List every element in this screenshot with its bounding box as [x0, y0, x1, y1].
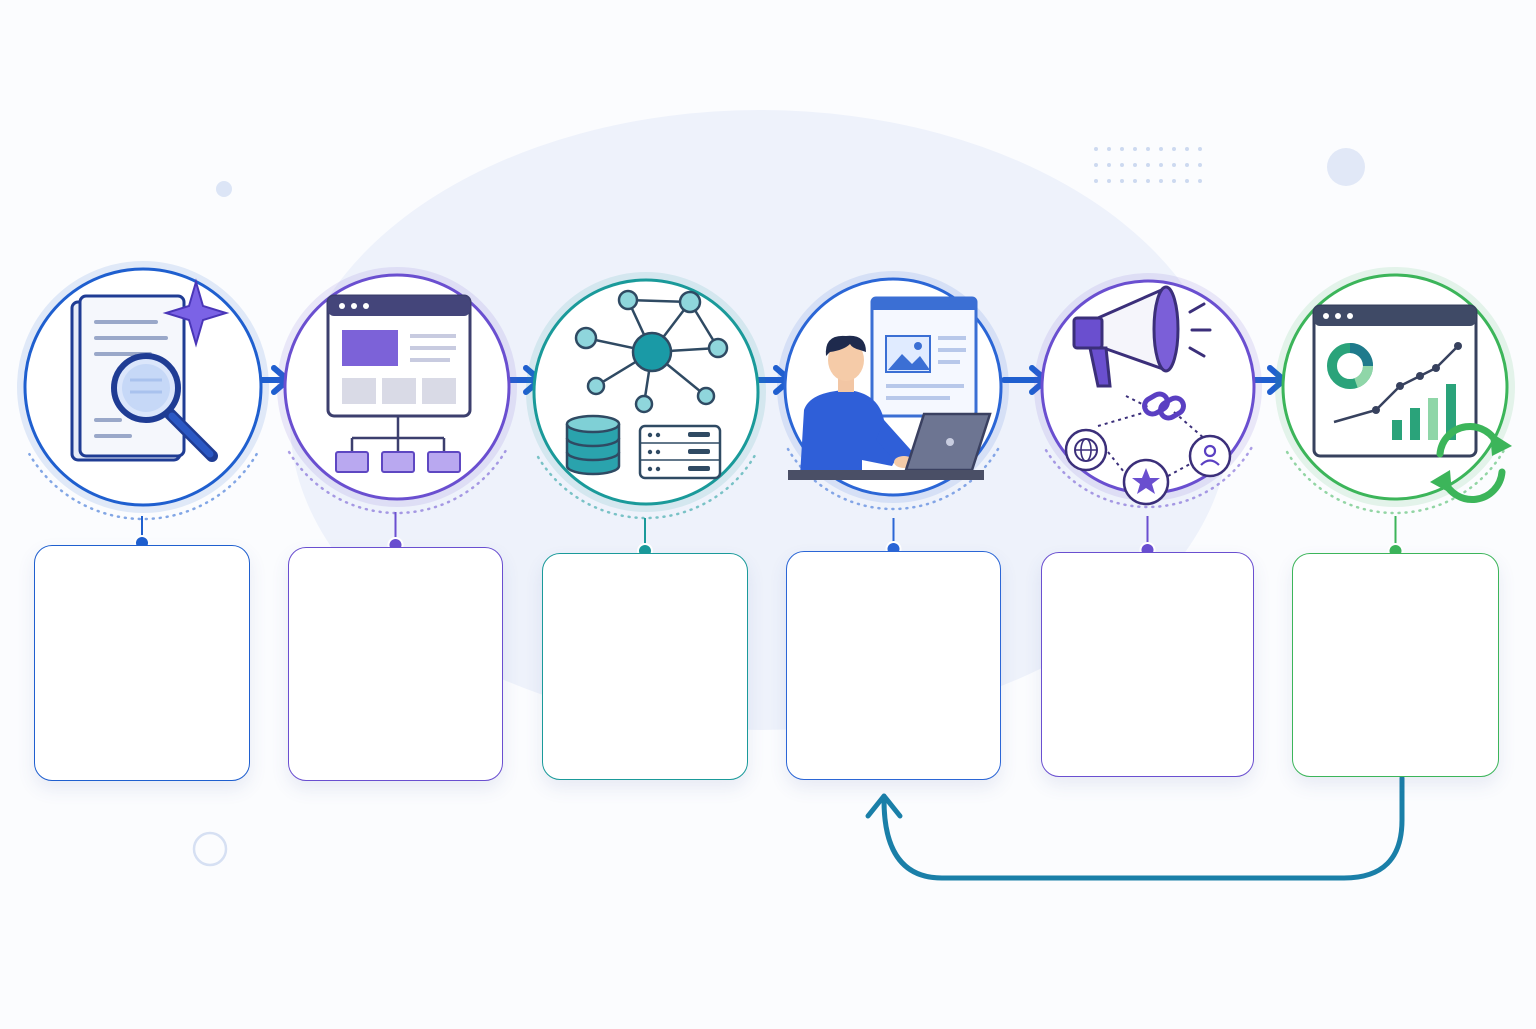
data-network-icon	[565, 289, 729, 480]
megaphone-links-icon	[1064, 285, 1232, 506]
step-dotted-arc	[287, 449, 507, 515]
decor-grid-dot	[1185, 147, 1189, 151]
decor-grid-dot	[1198, 163, 1202, 167]
decor-grid-dot	[1094, 179, 1098, 183]
decor-grid-dot	[1172, 163, 1176, 167]
decor-dot	[216, 181, 232, 197]
decor-grid-dot	[1133, 179, 1137, 183]
decor-grid-dot	[1094, 147, 1098, 151]
decor-grid-dot	[1185, 179, 1189, 183]
step-circle-glow	[277, 267, 517, 507]
decor-grid-dot	[1146, 179, 1150, 183]
decor-grid-dot	[1172, 147, 1176, 151]
decor-grid-dot	[1146, 163, 1150, 167]
step-card-6	[1292, 553, 1499, 777]
step-dotted-arc	[1043, 446, 1253, 509]
step-circle-glow	[17, 261, 269, 513]
decor-grid-dot	[1120, 147, 1124, 151]
document-search-icon	[70, 278, 230, 462]
decor-grid-dot	[1185, 163, 1189, 167]
decor-grid-dot	[1107, 147, 1111, 151]
analytics-refresh-icon	[1312, 304, 1512, 503]
step-card-1	[34, 545, 250, 781]
decor-dot-grid	[1094, 147, 1202, 183]
decor-grid-dot	[1159, 163, 1163, 167]
step-card-5	[1041, 552, 1254, 777]
step-circle-glow	[777, 271, 1009, 503]
decor-grid-dot	[1133, 147, 1137, 151]
decor-grid-dot	[1198, 147, 1202, 151]
step-dotted-arc	[536, 454, 756, 520]
decor-grid-dot	[1133, 163, 1137, 167]
decor-dot	[1327, 148, 1365, 186]
decor-grid-dot	[1198, 179, 1202, 183]
decor-grid-dot	[1146, 147, 1150, 151]
step-card-4	[786, 551, 1001, 780]
site-structure-icon	[326, 294, 472, 473]
step-card-3	[542, 553, 748, 780]
decor-grid-dot	[1107, 179, 1111, 183]
decor-grid-dot	[1120, 163, 1124, 167]
decor-ring	[192, 831, 228, 867]
step-card-2	[288, 547, 503, 781]
decor-grid-dot	[1094, 163, 1098, 167]
loop-back-arrow	[865, 775, 1405, 881]
decor-grid-dot	[1159, 147, 1163, 151]
step-dotted-arc	[1285, 449, 1505, 515]
decor-grid-dot	[1159, 179, 1163, 183]
step-circle-glow	[526, 272, 766, 512]
decor-grid-dot	[1107, 163, 1111, 167]
decor-grid-dot	[1172, 179, 1176, 183]
decor-grid-dot	[1120, 179, 1124, 183]
person-laptop-content-icon	[788, 296, 992, 480]
step-circle-glow	[1275, 267, 1515, 507]
